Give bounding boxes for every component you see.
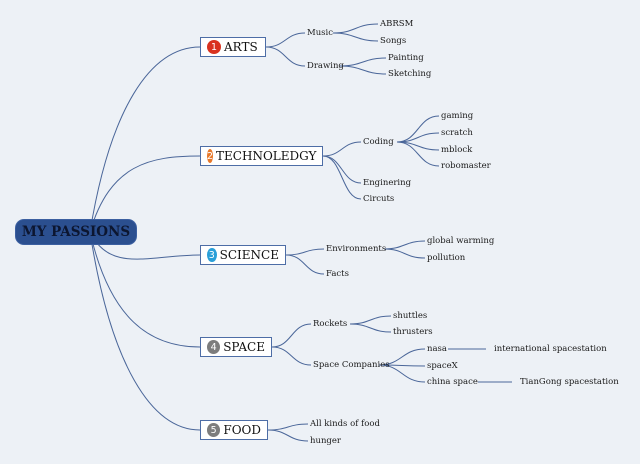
coding-gaming-line bbox=[396, 115, 440, 143]
topic-label: SCIENCE bbox=[219, 248, 279, 262]
number-badge-1: 1 bbox=[207, 40, 221, 54]
leaf-thrusters[interactable]: thrusters bbox=[393, 327, 433, 337]
subtopic-drawing[interactable]: Drawing bbox=[307, 61, 344, 71]
env-global-warming-line bbox=[383, 240, 426, 250]
leaf-sketching[interactable]: Sketching bbox=[388, 69, 432, 79]
number-badge-4: 4 bbox=[207, 340, 221, 354]
space-rockets-line bbox=[271, 323, 312, 348]
subtopic-all-kinds-of-food[interactable]: All kinds of food bbox=[310, 419, 380, 429]
topic-science[interactable]: 3 SCIENCE bbox=[200, 245, 286, 265]
space-companies-line bbox=[271, 346, 312, 366]
food-allkinds-line bbox=[267, 423, 309, 431]
subtopic-coding[interactable]: Coding bbox=[363, 137, 394, 147]
subtopic-hunger[interactable]: hunger bbox=[310, 436, 341, 446]
leaf-abrsm[interactable]: ABRSM bbox=[380, 19, 414, 29]
central-topic[interactable]: MY PASSIONS bbox=[16, 220, 136, 244]
leaf-songs[interactable]: Songs bbox=[380, 36, 407, 46]
leaf-robomaster[interactable]: robomaster bbox=[441, 161, 491, 171]
music-abrsm-line bbox=[332, 23, 379, 34]
root-to-space-line bbox=[89, 231, 201, 348]
science-environments-line bbox=[285, 248, 325, 256]
root-to-technoledgy-line bbox=[89, 155, 201, 233]
leaf-gaming[interactable]: gaming bbox=[441, 111, 474, 121]
food-hunger-line bbox=[267, 429, 309, 442]
rockets-shuttles-line bbox=[349, 315, 392, 325]
tech-coding-line bbox=[322, 141, 362, 157]
topic-label: SPACE bbox=[223, 340, 265, 354]
leaf-scratch[interactable]: scratch bbox=[441, 128, 473, 138]
leaf-china-space[interactable]: china space bbox=[427, 377, 478, 387]
music-songs-line bbox=[332, 32, 379, 42]
leaf-global-warming[interactable]: global warming bbox=[427, 236, 495, 246]
arts-music-line bbox=[265, 32, 306, 48]
root-to-food-line bbox=[89, 231, 201, 431]
subtopic-environments[interactable]: Environments bbox=[326, 244, 387, 254]
topic-label: TECHNOLEDGY bbox=[216, 149, 317, 163]
topic-label: ARTS bbox=[224, 40, 258, 54]
topic-label: FOOD bbox=[223, 423, 261, 437]
subtopic-space-companies[interactable]: Space Companies bbox=[313, 360, 390, 370]
tech-enginering-line bbox=[322, 155, 362, 184]
subtopic-enginering[interactable]: Enginering bbox=[363, 178, 412, 188]
subtopic-music[interactable]: Music bbox=[307, 28, 334, 38]
drawing-sketching-line bbox=[339, 65, 387, 75]
leaf-spacex[interactable]: spaceX bbox=[427, 361, 458, 371]
leaf-nasa[interactable]: nasa bbox=[427, 344, 447, 354]
topic-technoledgy[interactable]: 2 TECHNOLEDGY bbox=[200, 146, 323, 166]
science-facts-line bbox=[285, 254, 325, 275]
env-pollution-line bbox=[383, 248, 426, 259]
leaf-international-spacestation[interactable]: international spacestation bbox=[494, 344, 607, 354]
leaf-painting[interactable]: Painting bbox=[388, 53, 424, 63]
number-badge-5: 5 bbox=[207, 423, 221, 437]
leaf-mblock[interactable]: mblock bbox=[441, 145, 473, 155]
number-badge-2: 2 bbox=[207, 149, 214, 163]
topic-food[interactable]: 5 FOOD bbox=[200, 420, 268, 440]
leaf-shuttles[interactable]: shuttles bbox=[393, 311, 428, 321]
number-badge-3: 3 bbox=[207, 248, 217, 262]
root-to-arts-line bbox=[89, 46, 201, 233]
arts-drawing-line bbox=[265, 46, 306, 67]
subtopic-rockets[interactable]: Rockets bbox=[313, 319, 348, 329]
coding-robomaster-line bbox=[396, 141, 440, 167]
leaf-pollution[interactable]: pollution bbox=[427, 253, 466, 263]
companies-china-line bbox=[378, 364, 426, 383]
subtopic-facts[interactable]: Facts bbox=[326, 269, 349, 279]
tech-circuts-line bbox=[322, 155, 362, 200]
subtopic-circuts[interactable]: Circuts bbox=[363, 194, 395, 204]
drawing-painting-line bbox=[339, 57, 387, 67]
leaf-tiangong-spacestation[interactable]: TianGong spacestation bbox=[520, 377, 619, 387]
topic-space[interactable]: 4 SPACE bbox=[200, 337, 272, 357]
rockets-thrusters-line bbox=[349, 323, 392, 333]
topic-arts[interactable]: 1 ARTS bbox=[200, 37, 266, 57]
